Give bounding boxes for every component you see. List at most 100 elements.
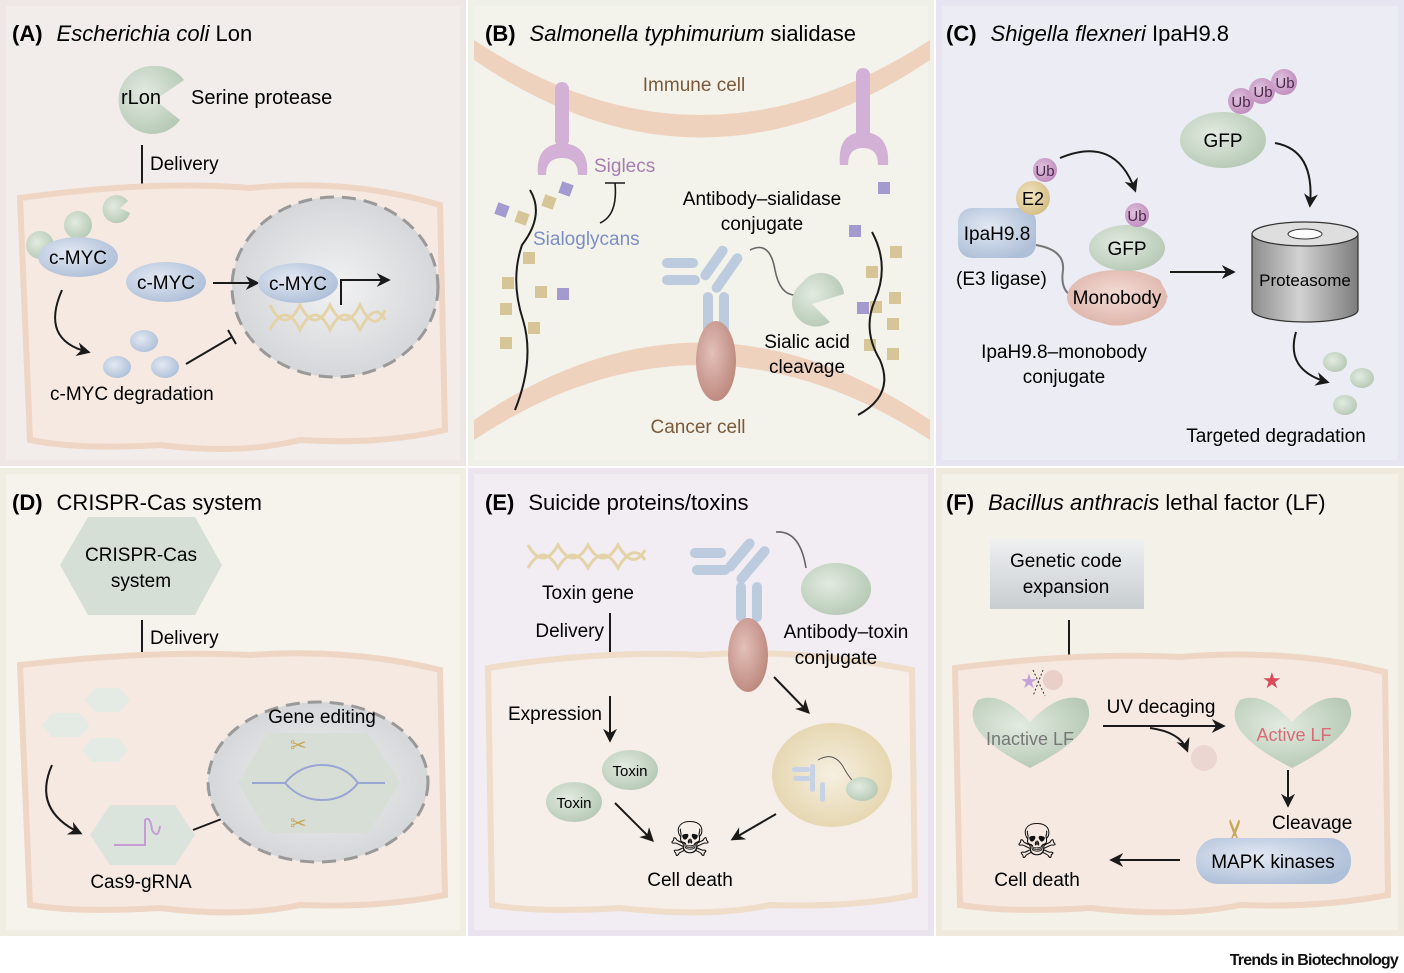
internalized-antibody-icon: [792, 764, 825, 802]
ubiquitin-e2: [1033, 158, 1057, 182]
degradation-label: c-MYC degradation: [50, 384, 214, 405]
rlon-small-icon: [102, 195, 130, 224]
e2-label: E2: [1022, 189, 1044, 209]
monobody-label: Monobody: [1073, 288, 1162, 309]
serine-protease-label: Serine protease: [191, 87, 332, 109]
cas-hexagon-small: [85, 688, 130, 712]
expression-label: Expression: [508, 704, 602, 725]
panel-b-title: (B)Salmonella typhimurium sialidase: [485, 21, 856, 46]
rlon-small-icon: [64, 211, 92, 239]
cancer-cell-label: Cancer cell: [650, 417, 745, 438]
skull-crossbones-icon: ☠: [1015, 816, 1058, 869]
e2-enzyme: [1016, 181, 1050, 215]
cmyc-label-2: c-MYC: [137, 273, 195, 294]
delivery-label: Delivery: [535, 621, 604, 642]
internalization-arrow: [773, 676, 810, 715]
ub-label: Ub: [1035, 163, 1054, 180]
genetic-code-expansion-box: [990, 539, 1144, 609]
conjugate-label-1: Antibody–sialidase: [683, 189, 841, 210]
inactive-lf-protein: [972, 697, 1090, 768]
gfp-label: GFP: [1107, 239, 1146, 260]
gfp-target: [1089, 225, 1165, 271]
siglec-receptor-icon: [537, 68, 889, 175]
scissors-icon: ✂: [290, 735, 307, 757]
ubiquitin-1: [1228, 88, 1254, 114]
gce-label-1: Genetic code: [1010, 551, 1122, 572]
conjugate-label-2: conjugate: [721, 214, 803, 235]
gene-editing-label: Gene editing: [268, 707, 376, 728]
degradation-arrow: [1292, 331, 1330, 386]
ub-label: Ub: [1127, 208, 1146, 225]
hexagon-label-2: system: [111, 571, 171, 592]
toxin-payload-internal: [846, 777, 878, 801]
degradation-arrow: [54, 289, 91, 357]
to-death-arrow-2: [730, 813, 777, 841]
ubiquitin-gfp: [1125, 203, 1149, 227]
mapk-label: MAPK kinases: [1211, 852, 1335, 873]
degraded-fragment: [151, 356, 179, 378]
skull-crossbones-icon: ☠: [668, 814, 711, 867]
rlon-label: rLon: [121, 87, 161, 109]
gce-label-2: expansion: [1023, 577, 1110, 598]
degraded-fragment: [1323, 352, 1347, 372]
cleavage-label-1: Sialic acid: [764, 332, 850, 353]
siglecs-label: Siglecs: [594, 156, 655, 177]
released-cage-icon: [1191, 745, 1217, 771]
inhibition-line: [185, 329, 237, 365]
targeted-degradation-label: Targeted degradation: [1186, 426, 1366, 447]
degraded-fragment: [1350, 368, 1374, 388]
immune-cell-membrane: [474, 40, 930, 138]
panel-e-title: (E)Suicide proteins/toxins: [485, 490, 748, 515]
conjugate-label-2: conjugate: [795, 648, 877, 669]
active-lf-label: Active LF: [1256, 725, 1331, 745]
ipah-label: IpaH9.8: [964, 224, 1031, 245]
delivery-label: Delivery: [150, 628, 219, 649]
mapk-kinases-protein: [1196, 838, 1351, 884]
editing-complex-hexagon: [238, 733, 400, 833]
toxin-protein-2: [546, 782, 602, 822]
ub-label: Ub: [1253, 84, 1272, 101]
ubiquitin-3: [1271, 69, 1297, 95]
cage-release-arrow: [1149, 727, 1190, 753]
photocleavable-bond: [1032, 669, 1046, 697]
toxin-protein-1: [602, 750, 658, 790]
ubiquitin-2: [1249, 78, 1275, 104]
active-lf-protein: [1234, 697, 1352, 768]
proteasome-label: Proteasome: [1259, 271, 1351, 290]
uv-decaging-label: UV decaging: [1107, 697, 1216, 718]
assembly-arrow: [45, 764, 83, 835]
active-star-icon: ★: [1262, 668, 1282, 693]
siglec-inhibition: [599, 182, 625, 224]
crispr-cas-hexagon: [60, 517, 222, 615]
linker: [1035, 244, 1073, 297]
transcription-arrow: [340, 273, 391, 305]
cmyc-protein-3: [258, 263, 338, 303]
ub-transfer-arrow: [1059, 150, 1138, 193]
cmyc-label-1: c-MYC: [49, 248, 107, 269]
hexagon-label-1: CRISPR-Cas: [85, 545, 197, 566]
cmyc-protein-1: [38, 237, 118, 277]
panel-d: (D)CRISPR-Cas system CRISPR-Cas system D…: [0, 468, 466, 936]
degraded-fragment: [1333, 395, 1357, 415]
to-proteasome-arrow: [1274, 142, 1318, 208]
toxin-gene-label: Toxin gene: [542, 583, 634, 604]
cmyc-label-3: c-MYC: [269, 274, 327, 295]
cell-e: [484, 650, 919, 916]
gfp-label-top: GFP: [1203, 131, 1242, 152]
grna-icon: [114, 817, 161, 846]
panel-e: (E)Suicide proteins/toxins Toxin gene De…: [468, 468, 934, 936]
panel-f-title: (F)Bacillus anthracis lethal factor (LF): [946, 490, 1326, 515]
rlon-protease-icon: [118, 65, 184, 134]
cell-death-label: Cell death: [647, 870, 733, 891]
cell-death-label: Cell death: [994, 870, 1080, 891]
panel-c: (C)Shigella flexneri IpaH9.8 Ub Ub Ub GF…: [936, 0, 1404, 466]
antibody-icon: [690, 538, 770, 622]
cleavage-label: Cleavage: [1272, 813, 1352, 834]
sialoglycan-chain-right: [857, 231, 886, 416]
panel-c-title: (C)Shigella flexneri IpaH9.8: [946, 21, 1229, 46]
cas9-grna-label: Cas9-gRNA: [90, 872, 192, 893]
ipah98-protein: [958, 208, 1036, 258]
scissors-icon: ✂: [290, 813, 307, 835]
cage-group-icon: [1043, 670, 1063, 690]
cas-hexagon-small: [82, 738, 128, 762]
